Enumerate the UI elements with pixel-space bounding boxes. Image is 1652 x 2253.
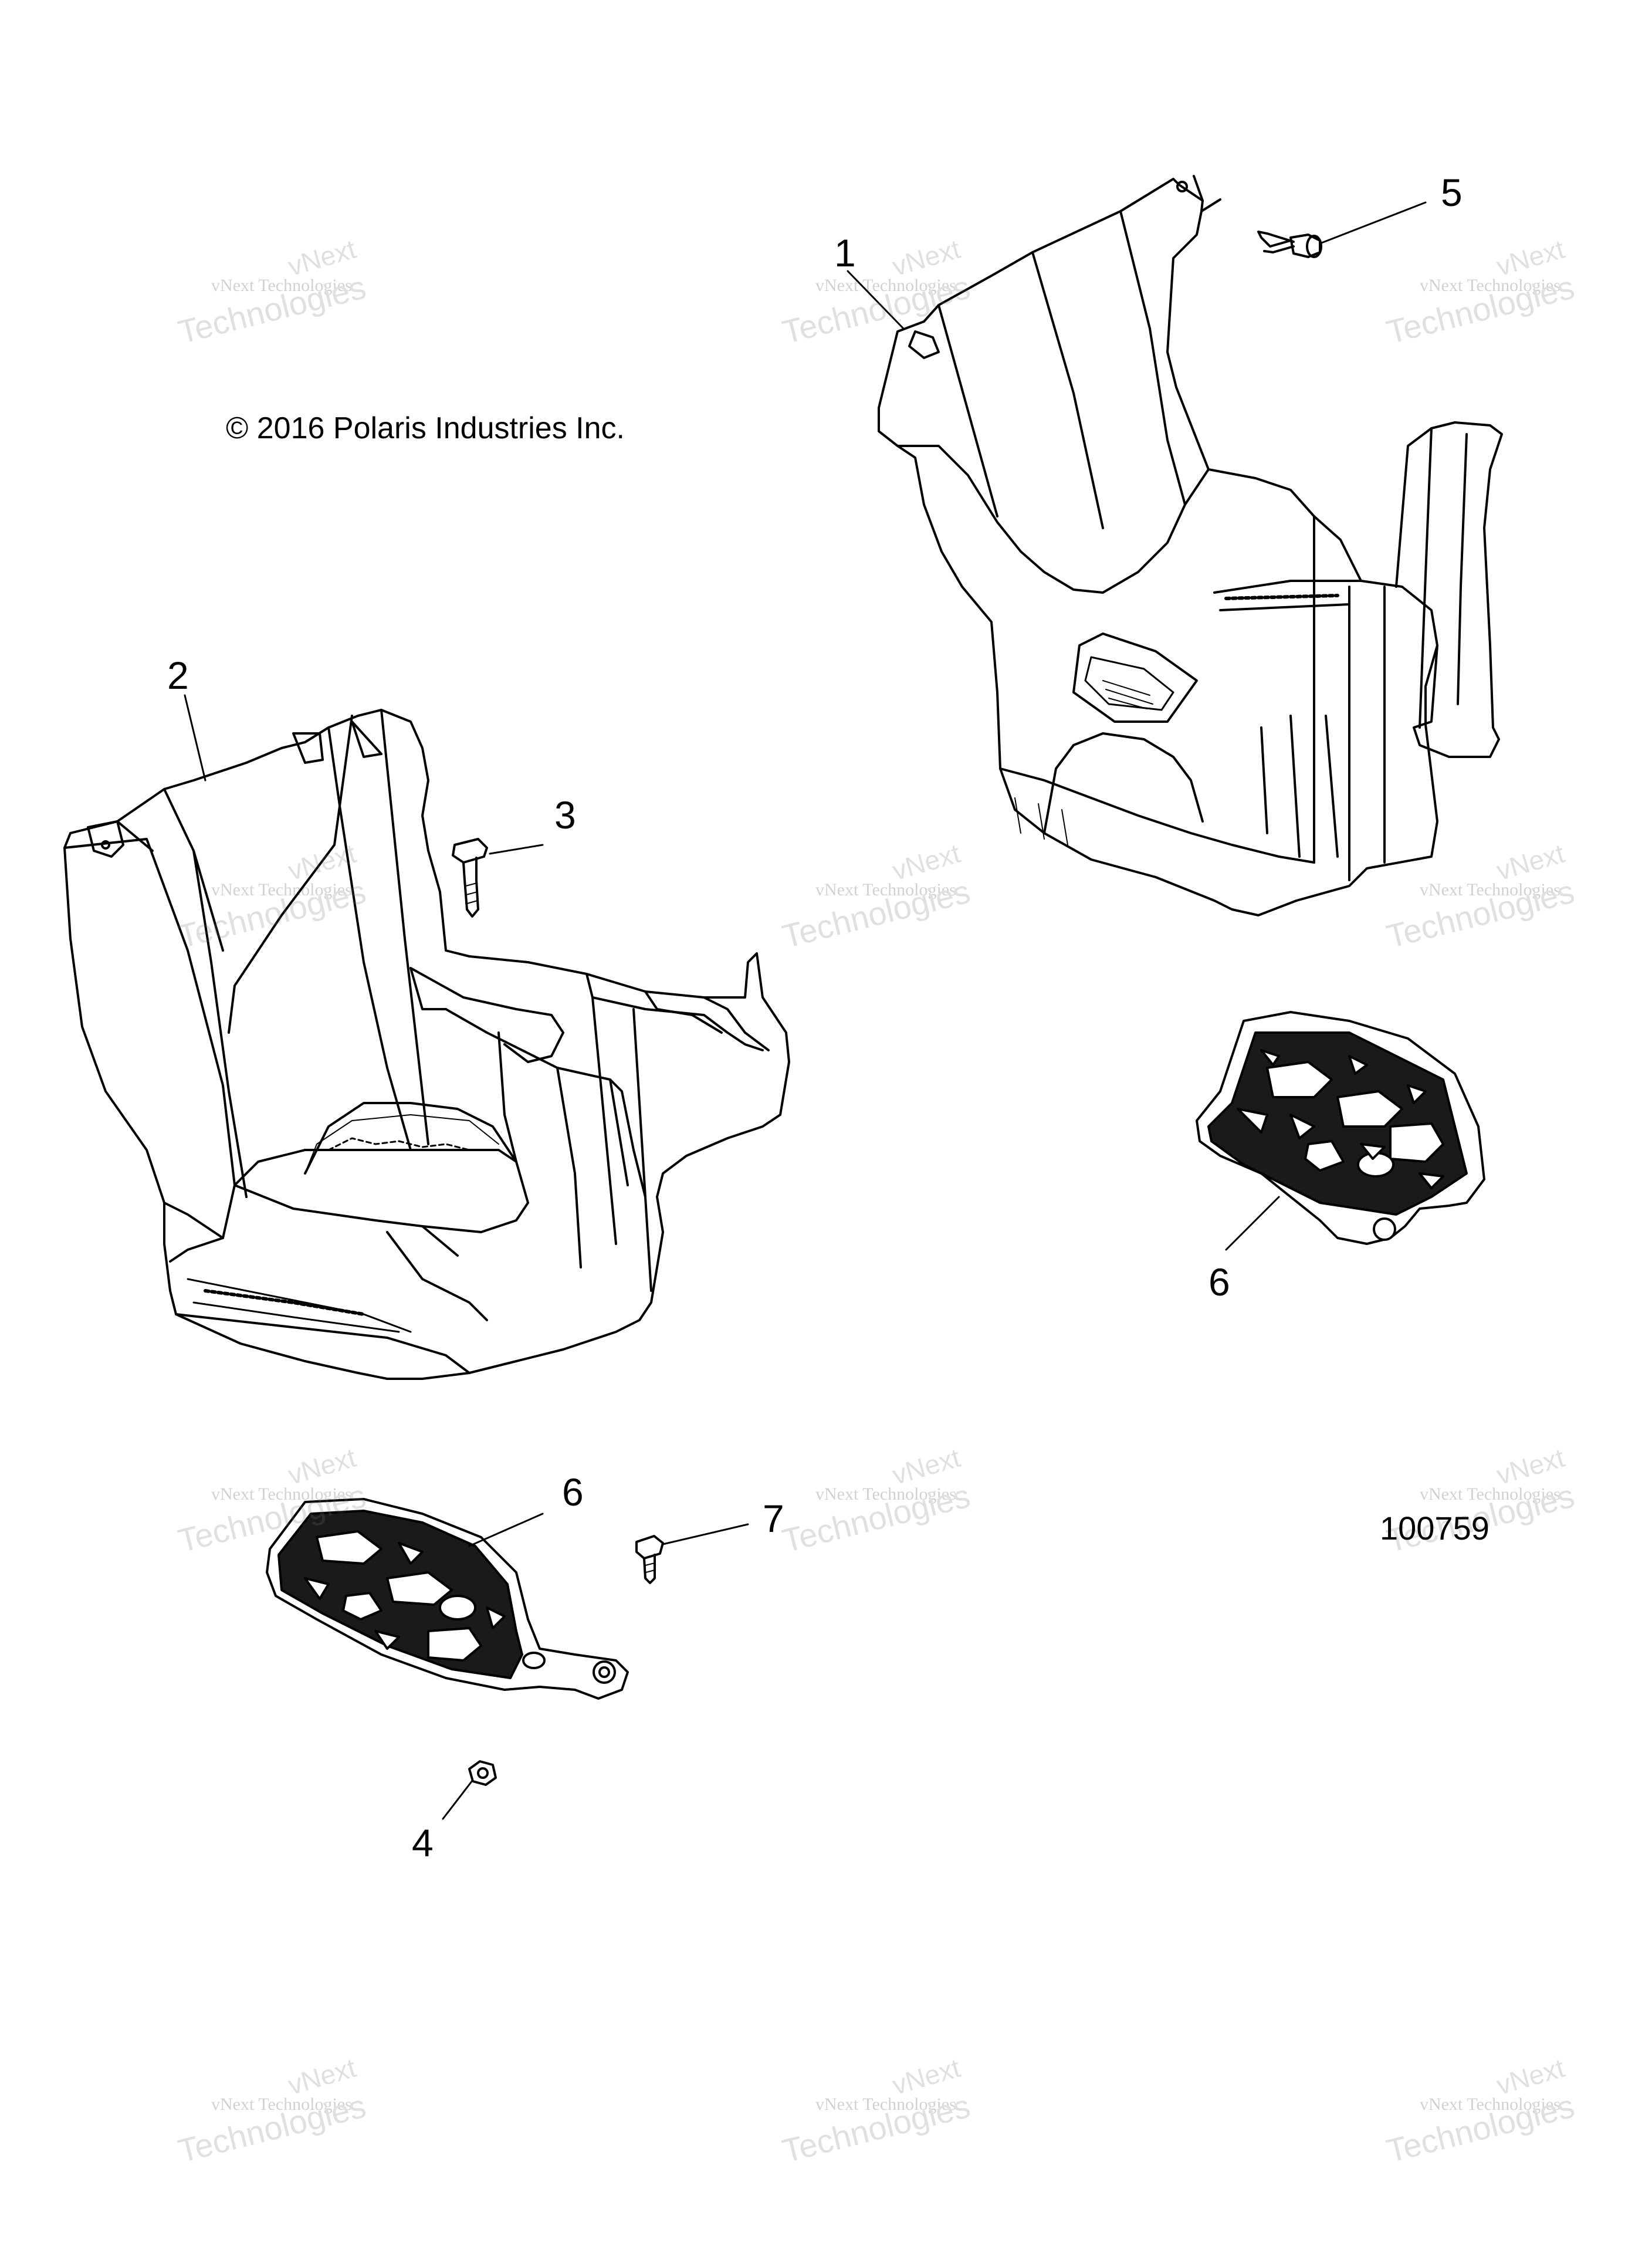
leader-6-right (1225, 1196, 1280, 1251)
leader-2 (184, 694, 206, 782)
callout-6-right: 6 (1208, 1260, 1230, 1304)
push-rivet-part (1257, 231, 1322, 258)
figure-number: 100759 (1380, 1510, 1489, 1547)
leader-7 (662, 1523, 749, 1545)
bolt-part (452, 838, 488, 918)
leader-3 (489, 844, 544, 855)
callout-1: 1 (834, 231, 856, 275)
footrest-mat-left (266, 1498, 629, 1700)
leader-6-left (468, 1513, 544, 1547)
right-footwell-part (878, 175, 1503, 916)
callout-6-left: 6 (562, 1470, 584, 1514)
callout-7: 7 (763, 1497, 784, 1540)
footrest-mat-right (1196, 1011, 1485, 1245)
leader-4 (442, 1780, 473, 1820)
callout-4: 4 (412, 1821, 434, 1865)
callout-3: 3 (554, 793, 576, 837)
leader-1 (847, 270, 905, 330)
small-bolt-part (635, 1535, 664, 1584)
left-footwell-part (63, 709, 790, 1380)
leader-5 (1319, 201, 1427, 245)
leader-lines (184, 201, 1427, 1820)
callout-5: 5 (1441, 171, 1463, 214)
copyright-notice: © 2016 Polaris Industries Inc. (226, 411, 625, 445)
nut-part (468, 1760, 497, 1786)
callout-2: 2 (167, 654, 189, 697)
